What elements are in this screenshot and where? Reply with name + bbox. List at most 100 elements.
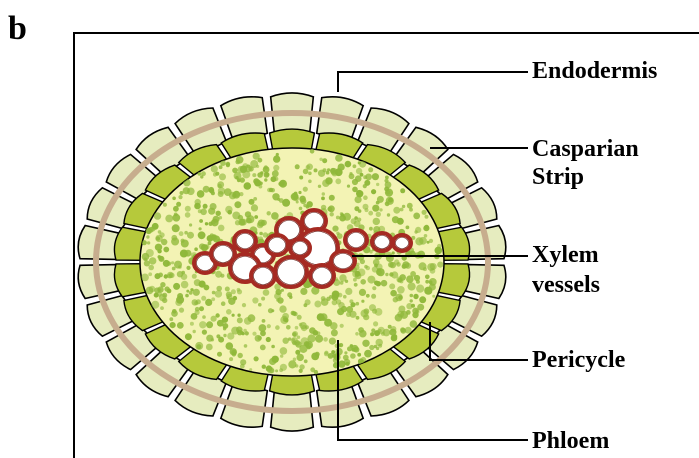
phloem-cell [219,173,226,180]
phloem-cell [410,320,418,328]
phloem-cell [154,293,159,298]
phloem-cell [192,274,197,279]
phloem-cell [172,224,180,232]
phloem-cell [198,209,202,213]
phloem-cell [409,208,413,212]
phloem-cell [349,299,353,303]
phloem-cell [360,173,364,177]
phloem-cell [199,243,205,249]
phloem-cell [411,304,415,308]
phloem-cell [171,238,179,246]
phloem-cell [297,354,304,361]
phloem-cell [254,215,258,219]
phloem-cell [261,297,265,301]
phloem-cell [237,288,241,292]
phloem-cell [246,218,252,224]
phloem-cell [358,209,362,213]
phloem-cell [274,293,281,300]
phloem-cell [387,213,390,216]
phloem-cell [257,172,263,178]
phloem-cell [400,208,404,212]
phloem-cell [163,203,167,207]
phloem-cell [357,353,361,357]
phloem-cell [346,306,353,313]
phloem-cell [363,175,367,179]
phloem-cell [340,324,344,328]
phloem-cell [202,315,206,319]
phloem-cell [240,166,247,173]
phloem-cell [142,253,150,261]
phloem-cell [229,357,233,361]
phloem-cell [280,347,288,355]
phloem-cell [194,247,198,251]
phloem-cell [172,309,177,314]
phloem-cell [262,365,266,369]
phloem-cell [369,304,376,311]
phloem-cell [267,324,271,328]
phloem-cell [392,251,395,254]
phloem-cell [300,322,307,329]
phloem-cell [292,331,298,337]
phloem-cell [185,250,192,257]
phloem-cell [237,317,243,323]
phloem-cell [299,207,303,211]
phloem-cell [299,196,306,203]
phloem-cell [257,336,262,341]
phloem-cell [195,199,201,205]
phloem-cell [225,206,232,213]
phloem-cell [377,196,384,203]
phloem-cell [272,193,279,200]
phloem-cell [337,308,344,315]
phloem-cell [393,297,399,303]
phloem-cell [148,272,152,276]
phloem-cell [413,213,420,220]
phloem-cell [216,334,220,338]
xylem-vessels-label-line1: Xylem [532,242,599,268]
phloem-cell [352,179,358,185]
phloem-cell [263,289,270,296]
phloem-cell [154,212,161,219]
phloem-cell [388,325,392,329]
phloem-cell [172,197,176,201]
phloem-cell [356,316,360,320]
phloem-cell [269,358,276,365]
phloem-cell [303,187,308,192]
phloem-cell [240,364,245,369]
phloem-cell [232,194,236,198]
phloem-cell [402,205,405,208]
phloem-cell [369,345,374,350]
phloem-cell [169,317,173,321]
phloem-cell [260,330,266,336]
phloem-cell [173,206,179,212]
phloem-cell [297,315,302,320]
phloem-cell [415,237,423,245]
phloem-cell [398,295,402,299]
phloem-cell [213,172,217,176]
phloem-cell [252,297,258,303]
phloem-cell [179,308,184,313]
phloem-cell [325,177,332,184]
phloem-cell [395,314,403,322]
phloem-cell [336,216,340,220]
phloem-cell [291,337,298,344]
phloem-cell [397,278,402,283]
phloem-cell [371,294,376,299]
phloem-cell [410,299,413,302]
phloem-cell [375,308,383,316]
phloem-cell [376,183,379,186]
phloem-cell [354,220,361,227]
phloem-cell [288,360,296,368]
phloem-cell [361,300,364,303]
phloem-cell [216,211,221,216]
phloem-cell [358,161,361,164]
phloem-cell [190,322,194,326]
phloem-cell [256,165,259,168]
phloem-cell [221,301,226,306]
phloem-cell [424,287,432,295]
phloem-cell [378,329,382,333]
phloem-cell [308,180,312,184]
phloem-cell [367,276,375,284]
phloem-cell [355,271,361,277]
xylem-vessel [251,265,275,287]
phloem-cell [267,211,271,215]
